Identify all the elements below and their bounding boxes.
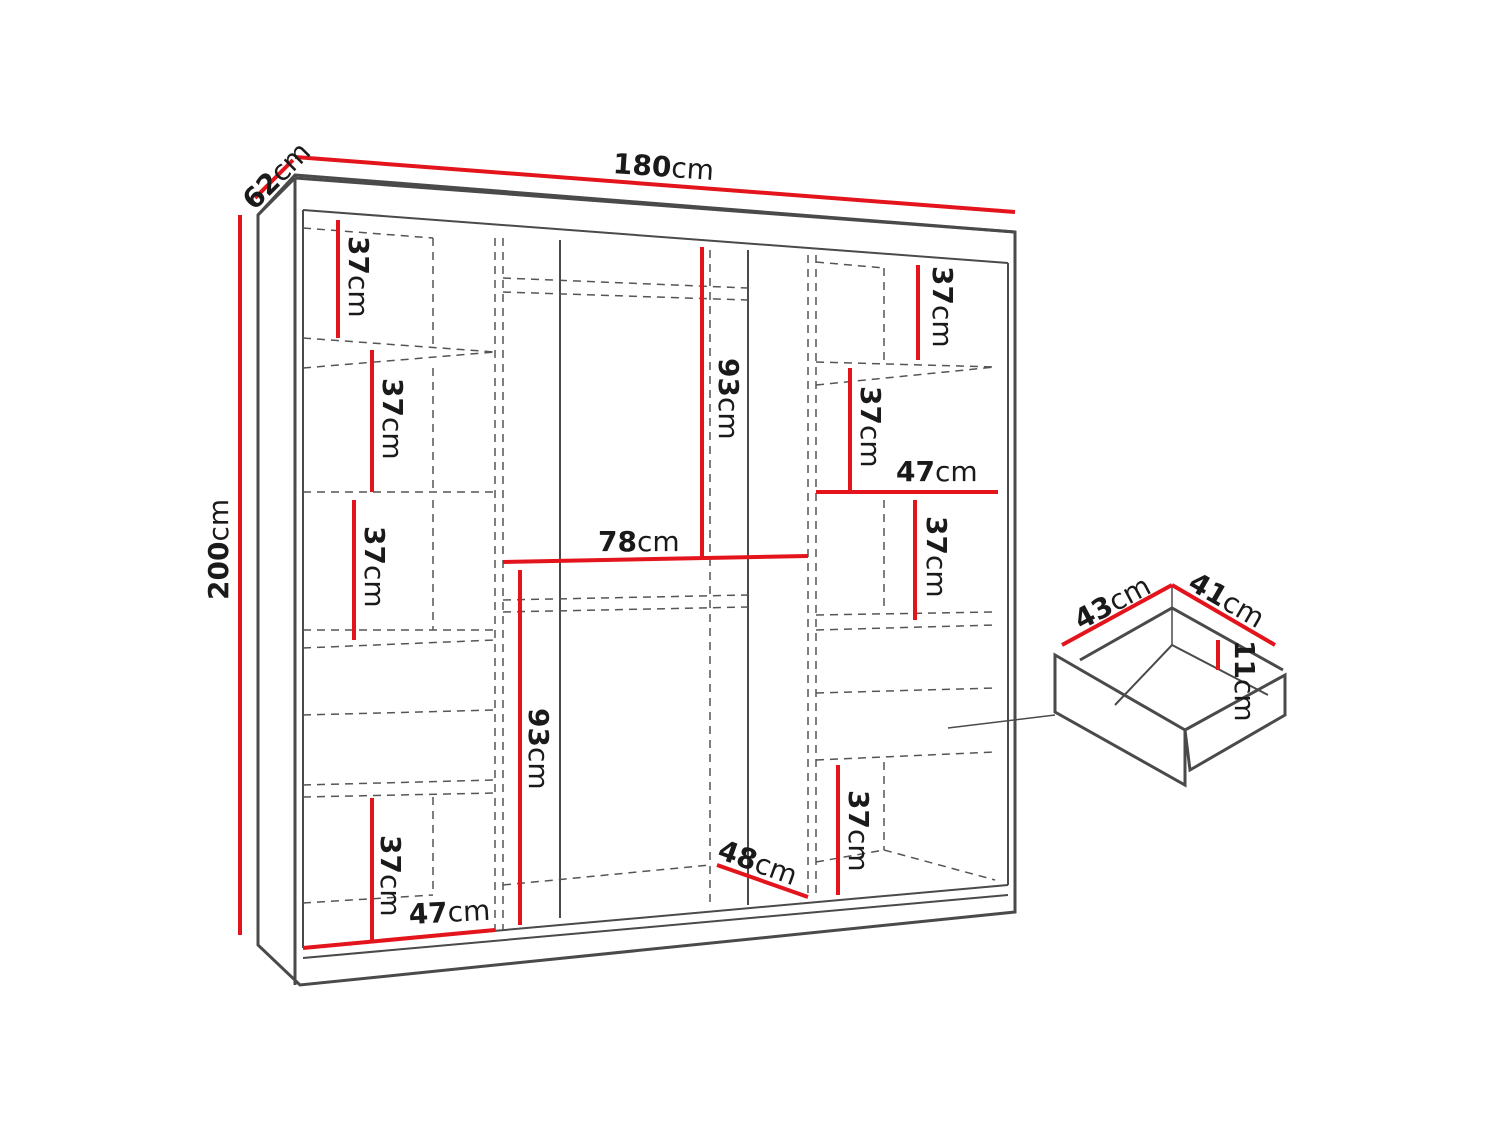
drawer-drawing xyxy=(947,585,1287,788)
drawer-height-label: 11cm xyxy=(1228,640,1261,722)
overall-height-label: 200cm xyxy=(202,498,235,600)
right-shelf-2-height-label: 37cm xyxy=(854,386,887,468)
middle-upper-height-label: 93cm xyxy=(712,358,745,440)
internal-dashed-lines xyxy=(302,227,996,930)
left-shelf-4-height-label: 37cm xyxy=(374,835,407,917)
middle-lower-height-label: 93cm xyxy=(522,708,555,790)
right-shelf-3-height-label: 37cm xyxy=(920,516,953,598)
left-shelf-3-height-label: 37cm xyxy=(358,526,391,608)
wardrobe-outline xyxy=(256,173,1017,987)
overall-width-label: 180cm xyxy=(611,147,716,187)
right-shelf-1-height-label: 37cm xyxy=(926,266,959,348)
middle-width-label: 78cm xyxy=(598,525,680,558)
right-section-width-label: 47cm xyxy=(896,455,978,488)
left-shelf-2-height-label: 37cm xyxy=(376,378,409,460)
dimension-lines xyxy=(238,155,1277,950)
left-section-width-label: 47cm xyxy=(407,893,492,931)
left-shelf-1-height-label: 37cm xyxy=(342,236,375,318)
right-shelf-4-height-label: 37cm xyxy=(842,790,875,872)
